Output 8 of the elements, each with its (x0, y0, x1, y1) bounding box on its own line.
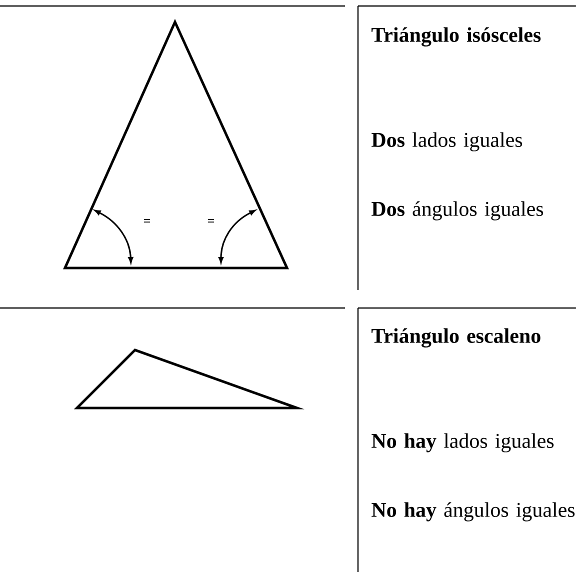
text: Triángulo escaleno (372, 328, 540, 348)
text: No hay ángulos iguales (372, 502, 575, 522)
equal-mark: = (144, 218, 150, 222)
text: Triángulo isósceles (372, 27, 541, 46)
text: Dos ángulos iguales (372, 201, 544, 220)
text: No hay lados iguales (372, 433, 554, 452)
equal-mark: = (208, 218, 214, 222)
text: Dos lados iguales (372, 132, 522, 152)
